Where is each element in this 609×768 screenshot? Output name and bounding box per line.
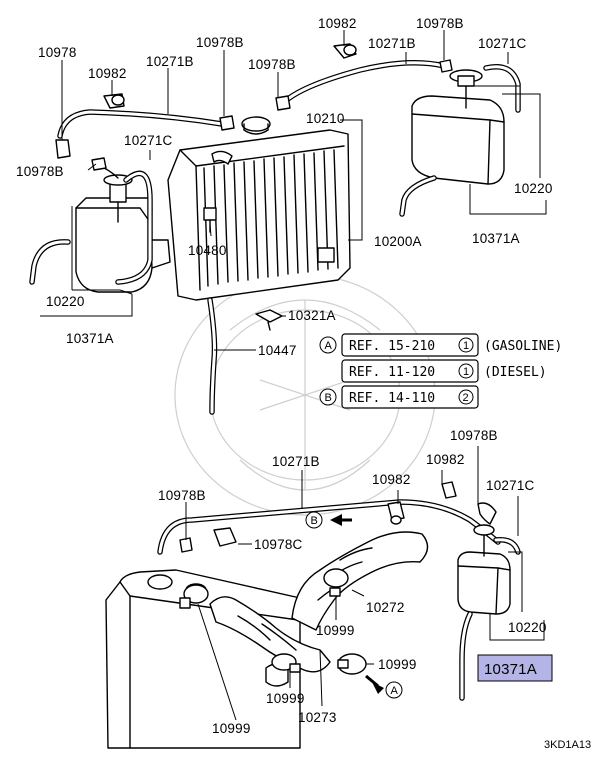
- label-10220-r: 10220: [514, 181, 553, 196]
- label-10982-b1: 10982: [372, 472, 411, 487]
- label-10978B-b2: 10978B: [450, 428, 498, 443]
- label-10371A-highlighted: 10371A: [484, 661, 537, 678]
- marker-2: 2: [463, 392, 469, 404]
- clip-10978B-top1[interactable]: [219, 115, 235, 131]
- label-10220-b: 10220: [508, 620, 547, 635]
- label-10982-b2: 10982: [426, 452, 465, 467]
- clamp-10982-top[interactable]: [333, 43, 357, 59]
- label-10480: 10480: [188, 243, 227, 258]
- label-10978B-t2: 10978B: [248, 57, 296, 72]
- clip-10978B-top2[interactable]: [275, 95, 291, 111]
- ref-box-1[interactable]: A REF. 15-210 1 (GASOLINE): [319, 333, 562, 357]
- clip-10978B-bottom-left[interactable]: [179, 537, 193, 553]
- label-10371A-l: 10371A: [66, 331, 114, 346]
- marker-1-b: 1: [463, 366, 469, 378]
- label-10271C-tr: 10271C: [478, 36, 527, 51]
- reservoir-bottom[interactable]: [457, 502, 511, 615]
- clamp-10999-c[interactable]: [271, 653, 301, 673]
- clip-10978C[interactable]: [213, 527, 237, 547]
- label-10978B-b1: 10978B: [158, 488, 206, 503]
- label-10271B-tr: 10271B: [368, 36, 416, 51]
- label-10371A-r: 10371A: [472, 231, 520, 246]
- ref-14-110: REF. 14-110: [349, 391, 435, 406]
- ref-box-2[interactable]: REF. 11-120 1 (DIESEL): [341, 359, 547, 383]
- clamp-10999-d[interactable]: [337, 653, 367, 675]
- label-10978C: 10978C: [254, 537, 303, 552]
- label-10999-4: 10999: [212, 721, 251, 736]
- label-10999-2: 10999: [378, 657, 417, 672]
- label-10447: 10447: [258, 343, 297, 358]
- label-10978B-tr: 10978B: [416, 16, 464, 31]
- marker-A-bottom: A: [385, 681, 403, 699]
- leader-lines: [40, 30, 547, 721]
- overflow-hose-left[interactable]: [29, 239, 71, 285]
- ref-note-diesel: (DIESEL): [484, 365, 547, 380]
- part-labels: 10978 10982 10271B 10978B 10978B 10982 1…: [16, 16, 591, 751]
- label-10271C-b: 10271C: [486, 478, 535, 493]
- arrow-to-B: [330, 514, 352, 526]
- label-10210: 10210: [306, 111, 345, 126]
- clamp-10982-bottom2[interactable]: [441, 481, 457, 499]
- clamp-10999-b[interactable]: [323, 568, 349, 597]
- radiator-top[interactable]: [167, 129, 351, 301]
- clip-10978B-left[interactable]: [91, 157, 107, 171]
- highlight-10371A[interactable]: 10371A: [477, 654, 553, 682]
- label-10271C-l: 10271C: [124, 133, 173, 148]
- ref-11-120: REF. 11-120: [349, 365, 435, 380]
- marker-B: B: [325, 392, 332, 404]
- label-10220-l: 10220: [46, 294, 85, 309]
- marker-1-a: 1: [463, 340, 469, 352]
- clip-10978-left[interactable]: [55, 139, 71, 159]
- ref-box-3[interactable]: B REF. 14-110 2: [319, 385, 479, 409]
- clamp-10999-a[interactable]: [179, 584, 209, 609]
- label-10978B-t1: 10978B: [196, 35, 244, 50]
- marker-B-bottom: B: [305, 511, 323, 529]
- reservoir-left[interactable]: [75, 174, 171, 293]
- marker-A: A: [325, 340, 333, 352]
- marker-B-bottom-text: B: [311, 515, 318, 527]
- label-10271B-b: 10271B: [272, 454, 320, 469]
- ref-15-210: REF. 15-210: [349, 339, 435, 354]
- label-10272: 10272: [366, 600, 405, 615]
- label-10999-3: 10999: [266, 691, 305, 706]
- hose-10272[interactable]: [291, 531, 429, 631]
- label-10978-tl: 10978: [38, 45, 77, 60]
- arrow-to-A: [365, 674, 384, 694]
- ref-note-gasoline: (GASOLINE): [484, 339, 562, 354]
- radiator-cap[interactable]: [241, 116, 271, 135]
- clamp-10982-left[interactable]: [103, 93, 125, 109]
- label-10271B-tl: 10271B: [146, 54, 194, 69]
- label-10200A: 10200A: [374, 234, 422, 249]
- label-10982-tr: 10982: [318, 16, 357, 31]
- diagram-code: 3KD1A13: [544, 739, 591, 751]
- reservoir-right[interactable]: [411, 69, 505, 185]
- label-10999-1: 10999: [316, 623, 355, 638]
- clamp-10982-bottom1[interactable]: [387, 501, 405, 525]
- label-10273: 10273: [298, 710, 337, 725]
- marker-A-bottom-text: A: [391, 685, 399, 697]
- label-10321A: 10321A: [288, 308, 336, 323]
- label-10978B-l: 10978B: [16, 164, 64, 179]
- clip-10978B-top-right[interactable]: [439, 59, 453, 73]
- label-10982-tl: 10982: [88, 66, 127, 81]
